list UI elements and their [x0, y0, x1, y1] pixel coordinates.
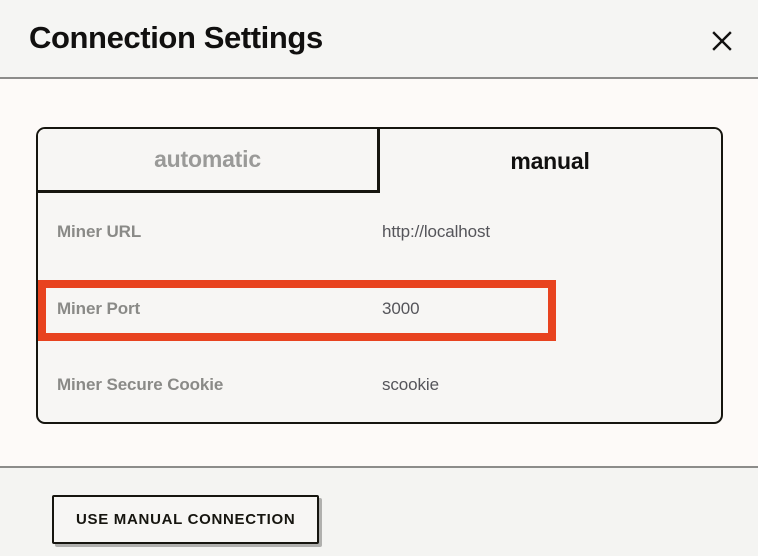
close-icon	[711, 30, 733, 52]
dialog-body: automatic manual Miner URL http://localh…	[0, 79, 758, 468]
miner-secure-cookie-value[interactable]: scookie	[382, 375, 439, 394]
miner-port-value[interactable]: 3000	[382, 299, 420, 318]
tab-manual[interactable]: manual	[380, 129, 720, 193]
use-manual-connection-button[interactable]: USE MANUAL CONNECTION	[52, 495, 320, 544]
miner-port-label: Miner Port	[57, 299, 141, 318]
miner-secure-cookie-label: Miner Secure Cookie	[57, 375, 224, 394]
setting-row-miner-port[interactable]: Miner Port 3000	[38, 288, 721, 330]
miner-url-value[interactable]: http://localhost	[382, 222, 491, 241]
tab-automatic-label: automatic	[154, 146, 261, 172]
dialog-footer: USE MANUAL CONNECTION	[0, 468, 758, 556]
settings-panel: automatic manual Miner URL http://localh…	[36, 127, 723, 424]
dialog-header: Connection Settings	[0, 0, 758, 79]
tab-manual-label: manual	[510, 147, 590, 174]
miner-url-label: Miner URL	[57, 222, 142, 241]
tab-automatic[interactable]: automatic	[38, 129, 380, 193]
setting-row-miner-url[interactable]: Miner URL http://localhost	[38, 211, 721, 253]
setting-row-miner-secure-cookie[interactable]: Miner Secure Cookie scookie	[38, 364, 721, 406]
tab-strip: automatic manual	[38, 129, 721, 193]
page-title: Connection Settings	[29, 20, 323, 55]
close-button[interactable]	[706, 25, 738, 57]
settings-rows: Miner URL http://localhost Miner Port 30…	[38, 193, 721, 406]
